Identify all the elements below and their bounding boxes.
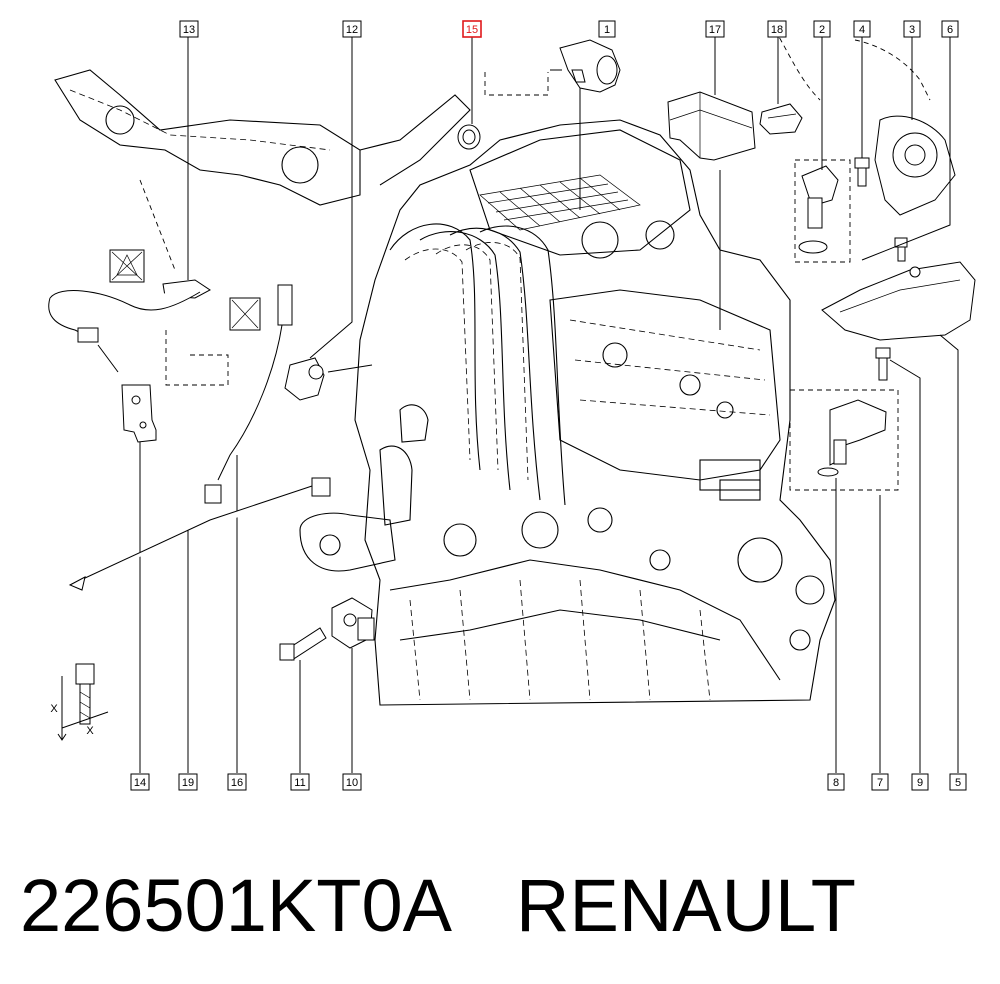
part-3-sensor[interactable] [854,39,956,216]
part-2-group-box [794,159,851,263]
part-number: 226501KT0A [20,863,453,947]
part-16-o2-sensor[interactable] [204,284,293,504]
callout-16[interactable]: 16 [227,773,247,791]
callout-7[interactable]: 7 [871,773,889,791]
svg-text:3: 3 [909,24,915,36]
callout-6[interactable]: 6 [941,20,959,38]
part-1-bracket [484,72,549,96]
part-4-bolt[interactable] [854,157,870,187]
part-8-o-ring[interactable] [817,467,839,477]
part-1-map-sensor[interactable] [559,39,621,93]
part-2-camshaft-sensor[interactable] [798,165,839,254]
part-18-harness [774,29,821,101]
part-12-arrow [327,364,373,373]
part-13-exhaust-pipe [54,69,471,206]
callout-13[interactable]: 13 [179,20,199,38]
part-13-box [165,330,229,386]
svg-text:10: 10 [346,777,358,789]
callout-10[interactable]: 10 [342,773,362,791]
callout-19[interactable]: 19 [178,773,198,791]
part-7-crank-sensor[interactable] [829,399,887,466]
part-17-bracket[interactable] [667,91,756,161]
svg-text:4: 4 [859,24,865,36]
callout-1[interactable]: 1 [598,20,616,38]
brand-name: RENAULT [516,863,856,947]
svg-text:16: 16 [231,777,243,789]
bolt-dimension-icon: X X [50,663,109,741]
parts-diagram: X X 13 12 15 1 17 18 2 4 3 6 14 19 16 11… [48,20,976,791]
svg-text:18: 18 [771,24,783,36]
part-9-bolt[interactable] [875,347,891,381]
part-11-bolt[interactable] [279,627,327,661]
part-5-leader [939,334,959,773]
svg-text:7: 7 [877,777,883,789]
part-18-clip[interactable] [759,103,803,135]
svg-text:17: 17 [709,24,721,36]
svg-text:13: 13 [183,24,195,36]
callout-14[interactable]: 14 [130,773,150,791]
callout-5[interactable]: 5 [949,773,967,791]
part-12-sensor[interactable] [284,357,325,401]
callout-4[interactable]: 4 [853,20,871,38]
svg-text:9: 9 [917,777,923,789]
svg-text:11: 11 [294,777,305,789]
callout-9[interactable]: 9 [911,773,929,791]
callout-8[interactable]: 8 [827,773,845,791]
part-12-leader [309,37,353,359]
part-19-dipstick[interactable] [68,477,331,591]
svg-text:5: 5 [955,777,961,789]
dimension-x-vertical: X [50,703,58,715]
part-13-o2-sensor[interactable] [48,279,211,343]
svg-text:6: 6 [947,24,953,36]
svg-text:14: 14 [134,777,146,789]
svg-text:8: 8 [833,777,839,789]
part-6-bolt[interactable] [894,237,908,262]
svg-text:12: 12 [346,24,358,36]
svg-text:19: 19 [182,777,194,789]
warning-icon-left [109,249,145,283]
part-caption: 226501KT0A RENAULT [20,860,856,950]
dimension-x-horizontal: X [86,725,94,737]
callout-15[interactable]: 15 [462,20,482,38]
svg-text:15: 15 [466,24,478,36]
part-13-dash [139,179,176,271]
callout-12[interactable]: 12 [342,20,362,38]
part-6-leader [861,37,951,261]
callout-2[interactable]: 2 [813,20,831,38]
engine-assembly [299,119,836,706]
svg-text:2: 2 [819,24,825,36]
part-14-bracket[interactable] [121,384,157,443]
svg-text:1: 1 [604,24,610,36]
part-9-leader [889,359,921,773]
throttle-grid [479,174,641,231]
warning-icon-right [229,297,261,331]
part-15-seal-ring[interactable] [457,124,481,150]
callout-18[interactable]: 18 [767,20,787,38]
part-14-arrow [97,344,119,373]
part-5-heat-shield[interactable] [821,261,976,341]
part-10-knock-sensor[interactable] [331,597,375,649]
callout-3[interactable]: 3 [903,20,921,38]
callout-17[interactable]: 17 [705,20,725,38]
part-7-group-box [789,389,899,491]
callout-11[interactable]: 11 [290,773,310,791]
